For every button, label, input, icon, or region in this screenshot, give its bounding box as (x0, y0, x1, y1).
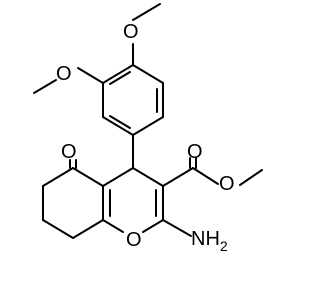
atom-o-ring: O (126, 229, 142, 251)
atom-nh2: NH2 (191, 228, 228, 254)
aryl-ring (102, 64, 164, 136)
atom-o-methoxy-left: O (56, 63, 72, 85)
atom-o-methoxy-top: O (123, 21, 139, 43)
amine-bond (162, 219, 192, 237)
ketone-bond (69, 159, 77, 169)
skeletal-formula: O O O O O O NH2 (33, 3, 263, 254)
amine-subscript: 2 (220, 238, 228, 254)
amine-label: NH (191, 228, 220, 250)
methoxy-top (132, 3, 161, 66)
atom-o-ketone: O (61, 141, 77, 163)
structure-canvas: O O O O O O NH2 (33, 3, 263, 254)
atom-o-ester-ether: O (219, 173, 235, 195)
methoxy-left (33, 67, 104, 94)
ester-group (162, 157, 263, 187)
cyclohexanone-ring (42, 167, 104, 239)
pyran-ring (102, 167, 164, 233)
atom-o-ester-carbonyl: O (187, 141, 203, 163)
